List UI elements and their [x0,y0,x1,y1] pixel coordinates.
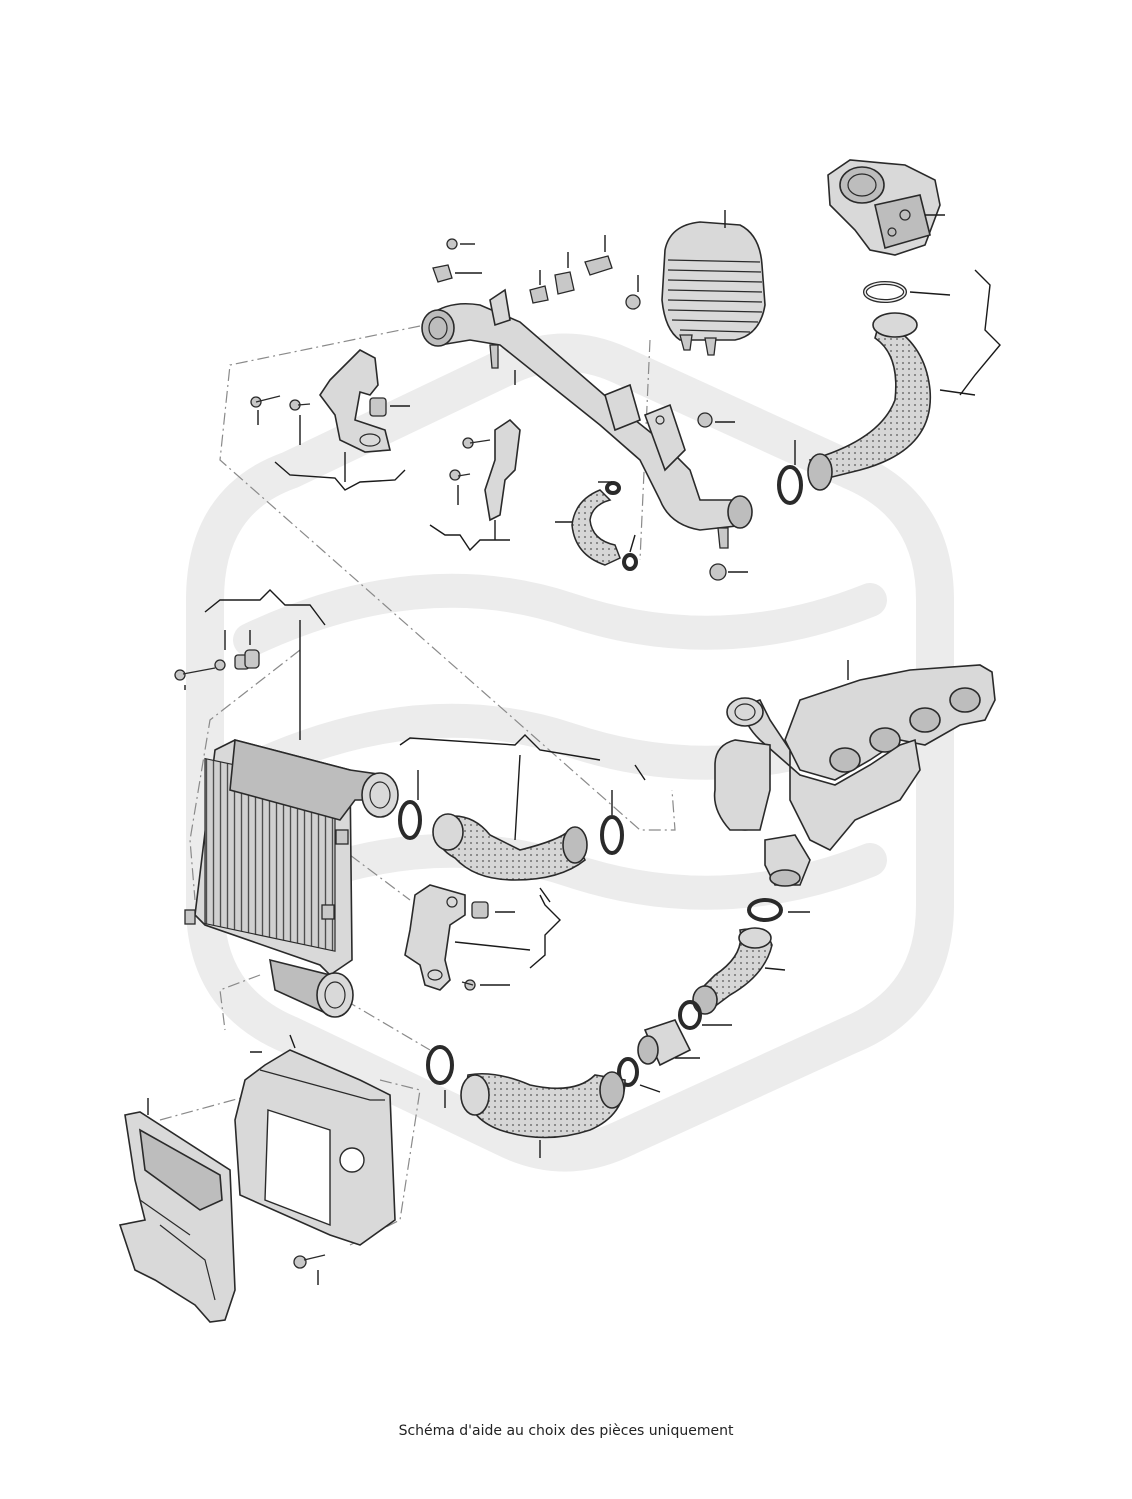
bolts-top [432,235,748,581]
small-hose [555,481,638,571]
hose-clamp [863,281,951,303]
resonator [661,210,766,356]
watermark [186,333,954,1172]
upper-hose [807,269,1001,491]
bolts-mid-left [174,589,326,740]
hose-clamp [777,440,803,505]
intercooler [184,738,399,1018]
air-guide [234,1034,396,1285]
throttle-body [827,159,945,256]
bracket-upper-left [250,349,410,491]
bracket-mid [429,418,521,552]
bottom-hose [426,1045,626,1158]
charge-pipe [421,288,753,549]
turbocharger-manifold [713,660,996,887]
leader-lines [539,764,646,903]
center-hose [399,734,601,881]
lower-hose-turbo [692,927,786,1015]
hose-clamp [747,898,810,922]
air-duct [118,1098,236,1323]
hose-clamp [398,770,624,855]
bracket-center [404,884,561,991]
diagram-caption: Schéma d'aide au choix des pièces unique… [398,1423,734,1439]
connector [617,1000,732,1093]
